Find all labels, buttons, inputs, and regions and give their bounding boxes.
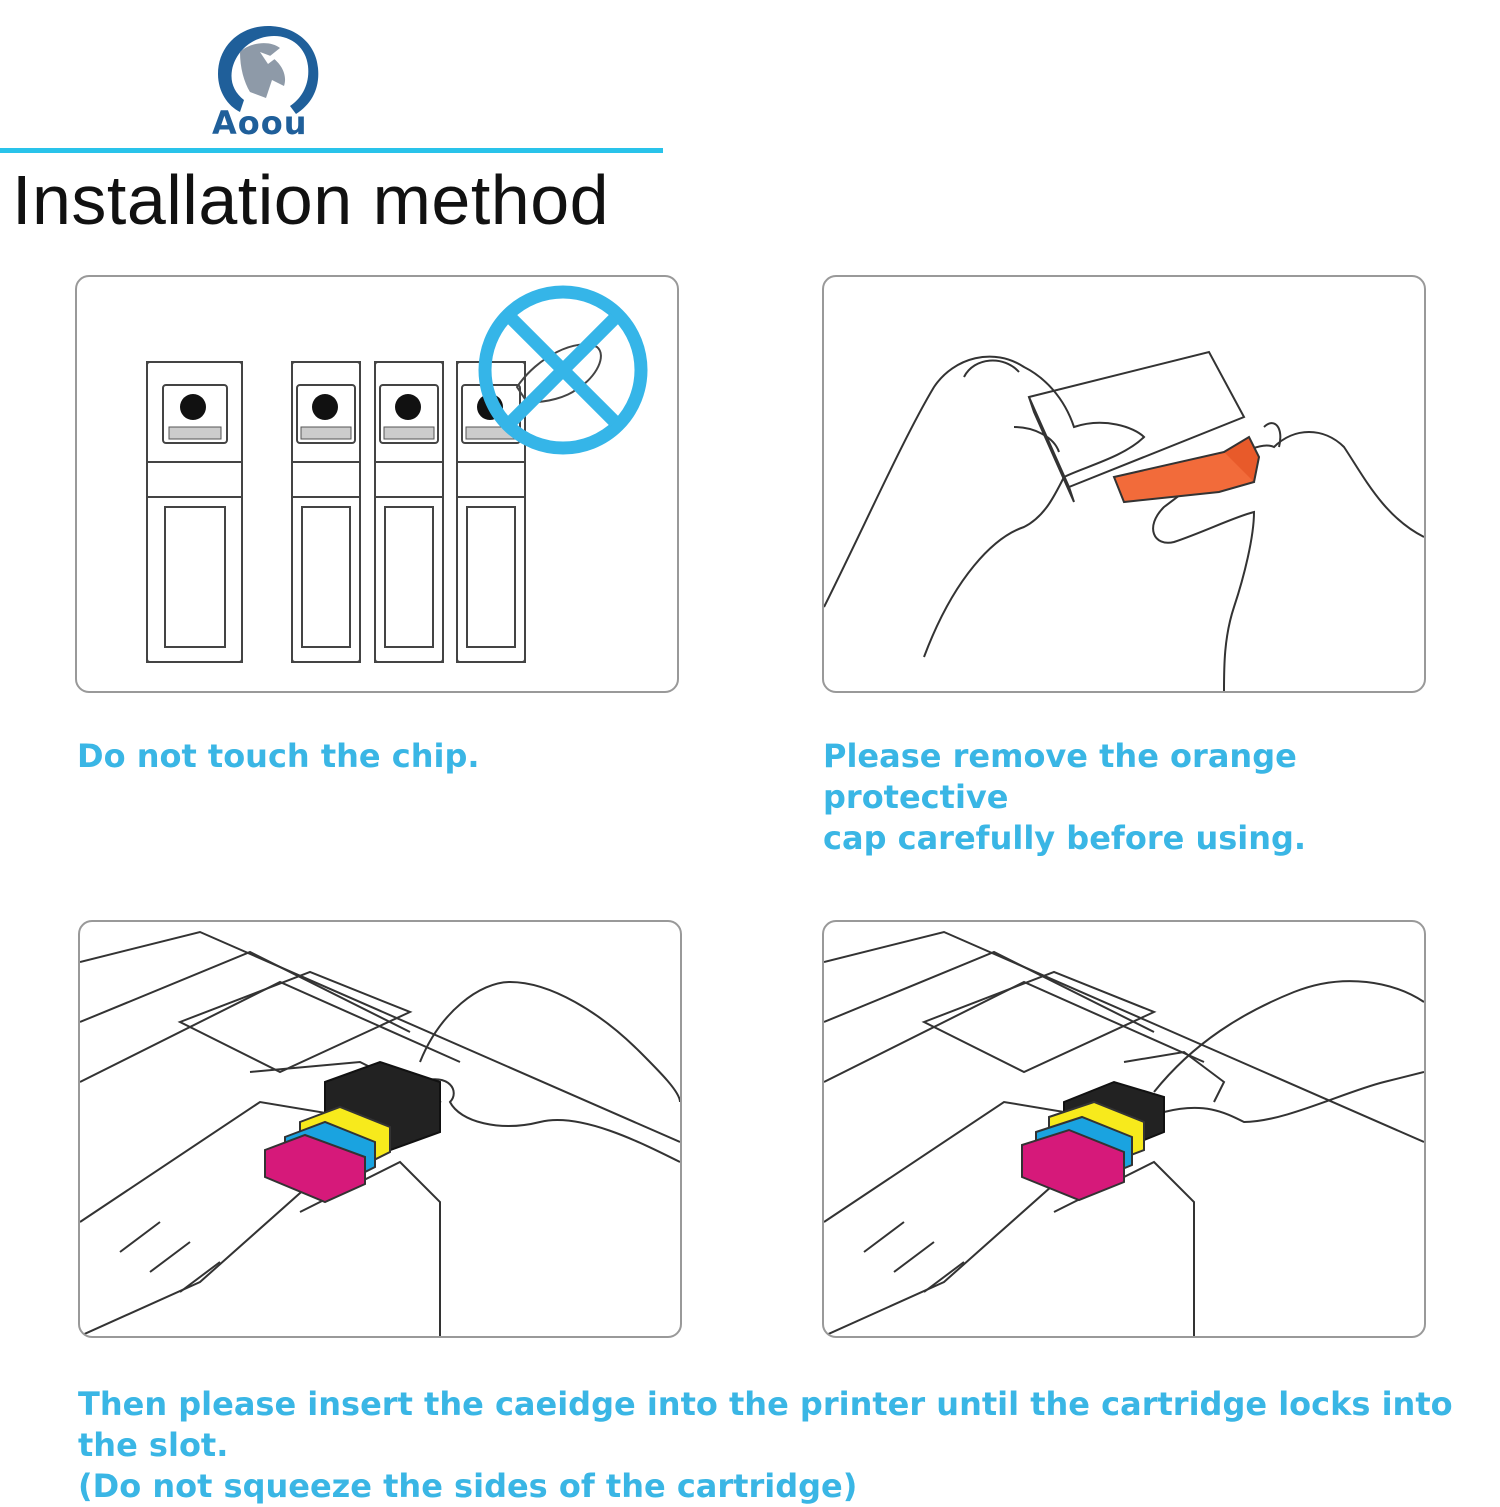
step-panel-lock-cartridge xyxy=(822,920,1426,1338)
step-panel-remove-cap xyxy=(822,275,1426,693)
footer-line: Then please insert the caeidge into the … xyxy=(78,1385,1453,1464)
footer-line: (Do not squeeze the sides of the cartrid… xyxy=(78,1467,858,1505)
step-caption-remove-cap: Please remove the orange protective cap … xyxy=(823,736,1483,859)
cartridge-chips-illustration xyxy=(146,285,648,663)
remove-cap-illustration xyxy=(824,350,1424,691)
lock-cartridge-illustration xyxy=(824,930,1424,1336)
brand-name: Aoou xyxy=(212,104,308,142)
page-title: Installation method xyxy=(12,161,610,239)
step-panel-insert-cartridge xyxy=(78,920,682,1338)
accent-rule xyxy=(0,148,663,153)
caption-line: Please remove the orange protective xyxy=(823,737,1297,816)
prohibited-icon xyxy=(478,285,648,455)
footer-instructions: Then please insert the caeidge into the … xyxy=(78,1384,1498,1507)
insert-cartridge-illustration xyxy=(80,930,680,1336)
caption-line: cap carefully before using. xyxy=(823,819,1307,857)
step-panel-chip xyxy=(75,275,679,693)
step-caption-chip: Do not touch the chip. xyxy=(77,737,480,775)
horse-head-logo-icon xyxy=(218,26,319,114)
